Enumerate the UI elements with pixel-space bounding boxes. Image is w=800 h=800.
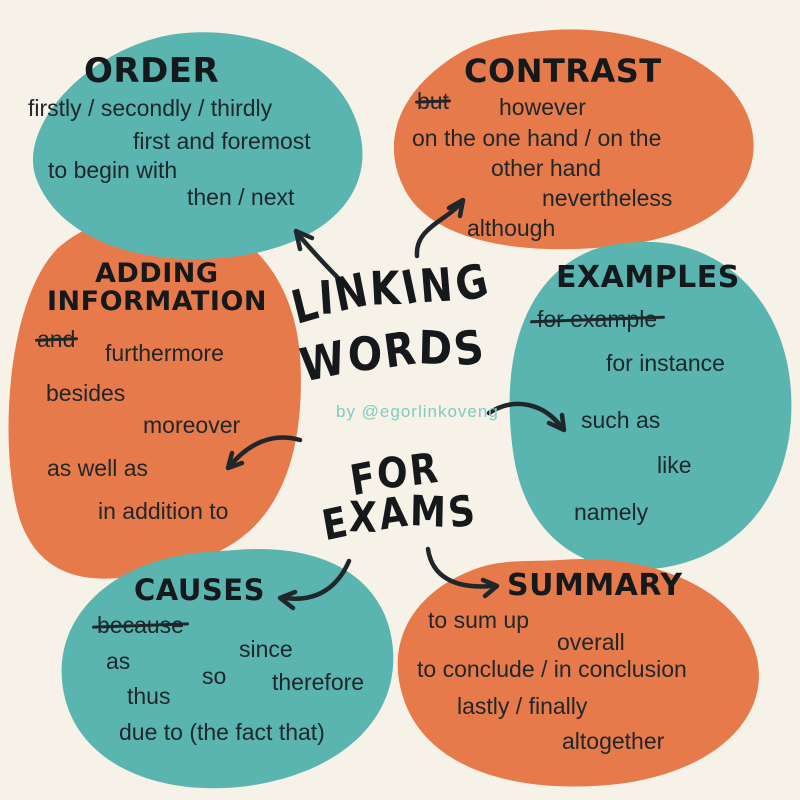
causes-item: due to (the fact that) [119, 719, 325, 745]
summary-item: to sum up [428, 607, 529, 633]
examples-item: like [657, 452, 692, 478]
summary-item: overall [557, 629, 625, 655]
adding-struck-word: and [37, 326, 76, 352]
adding-title-line2: INFORMATION [47, 286, 268, 317]
adding-item: moreover [143, 412, 241, 438]
order-blob [32, 32, 363, 260]
examples-title: EXAMPLES [556, 260, 740, 295]
contrast-struck-word: but [417, 88, 449, 114]
causes-blob [61, 548, 394, 789]
curved-arrow-to-adding-icon [225, 435, 303, 471]
causes-item: since [239, 636, 293, 662]
credit-text: by @egorlinkoveng [336, 402, 499, 421]
curved-arrow-to-order-icon [293, 228, 350, 290]
order-item: first and foremost [133, 128, 311, 154]
order-item: to begin with [48, 157, 178, 183]
examples-item: such as [581, 407, 661, 433]
adding-item: furthermore [105, 340, 224, 366]
causes-item: as [106, 648, 131, 674]
contrast-blob [393, 29, 754, 250]
causes-struck-word: because [97, 612, 184, 638]
contrast-item: on the one hand / on the [412, 125, 662, 151]
curved-arrow-to-contrast-icon [414, 197, 466, 259]
examples-item: namely [574, 499, 649, 525]
adding-item: as well as [47, 455, 148, 481]
order-item: firstly / secondly / thirdly [28, 95, 273, 121]
summary-item: to conclude / in conclusion [417, 656, 687, 682]
order-title: ORDER [84, 51, 220, 91]
contrast-item: other hand [491, 155, 601, 181]
summary-item: altogether [562, 728, 665, 754]
order-item: then / next [187, 184, 295, 210]
contrast-item: although [467, 215, 556, 241]
adding-information-blob [8, 215, 301, 579]
summary-blob [397, 558, 759, 787]
contrast-item: nevertheless [542, 185, 673, 211]
causes-item: thus [127, 683, 171, 709]
center-title-exams: EXAMS [318, 485, 481, 551]
curved-arrow-to-summary-icon [425, 546, 500, 599]
adding-title-line1: ADDING [95, 258, 219, 289]
contrast-title: CONTRAST [464, 52, 662, 90]
curved-arrow-to-examples-icon [486, 401, 567, 433]
summary-item: lastly / finally [457, 693, 588, 719]
examples-item: for instance [606, 350, 725, 376]
examples-struck-word: for example [537, 306, 658, 332]
causes-item: so [202, 663, 227, 689]
summary-title: SUMMARY [507, 568, 683, 603]
contrast-item: however [499, 94, 586, 120]
adding-item: besides [46, 380, 126, 406]
adding-item: in addition to [98, 498, 229, 524]
causes-item: therefore [272, 669, 365, 695]
center-title-words: WORDS [296, 319, 491, 394]
curved-arrow-to-causes-icon [277, 558, 352, 611]
causes-title: CAUSES [134, 573, 265, 607]
